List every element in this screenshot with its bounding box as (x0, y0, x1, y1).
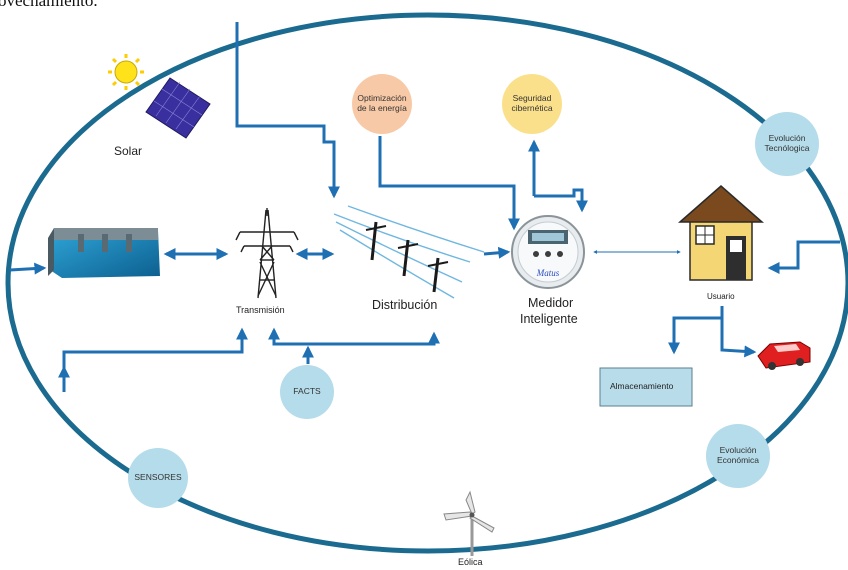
solar-label: Solar (114, 144, 143, 158)
header-text-fragment: ovechamiento. (0, 0, 98, 10)
security-circle (502, 74, 562, 134)
car-icon (757, 341, 811, 370)
flow-arrows (9, 22, 840, 392)
storage-box (599, 367, 693, 407)
sun-icon (108, 54, 144, 90)
tech-evolution-circle (755, 112, 819, 176)
transmission-label: Transmisión (236, 305, 285, 315)
distribution-lines-icon (333, 205, 485, 299)
storage-label: Almacenamiento (610, 381, 674, 391)
distribution-label: Distribución (372, 298, 438, 312)
system-ellipse (5, 12, 848, 554)
user-label: Usuario (707, 292, 735, 301)
sensors-text: SENSORES (134, 472, 182, 483)
meter-brand-label: Matus (536, 268, 560, 278)
meter-label-line1: Medidor (528, 296, 574, 310)
house-icon (678, 185, 764, 281)
wind-label: Eólica (458, 557, 483, 567)
optimization-circle (352, 74, 412, 134)
facts-circle (280, 365, 334, 419)
meter-label-line2: Inteligente (520, 312, 578, 326)
wind-turbine-icon (443, 490, 495, 556)
smart-meter-icon: Matus (511, 215, 585, 289)
transmission-tower-icon (235, 208, 299, 299)
facts-text: FACTS (293, 386, 321, 397)
hydro-dam-icon (48, 228, 160, 278)
solar-panel-icon (145, 77, 211, 139)
sensors-circle (128, 448, 188, 508)
economic-evolution-circle (706, 424, 770, 488)
